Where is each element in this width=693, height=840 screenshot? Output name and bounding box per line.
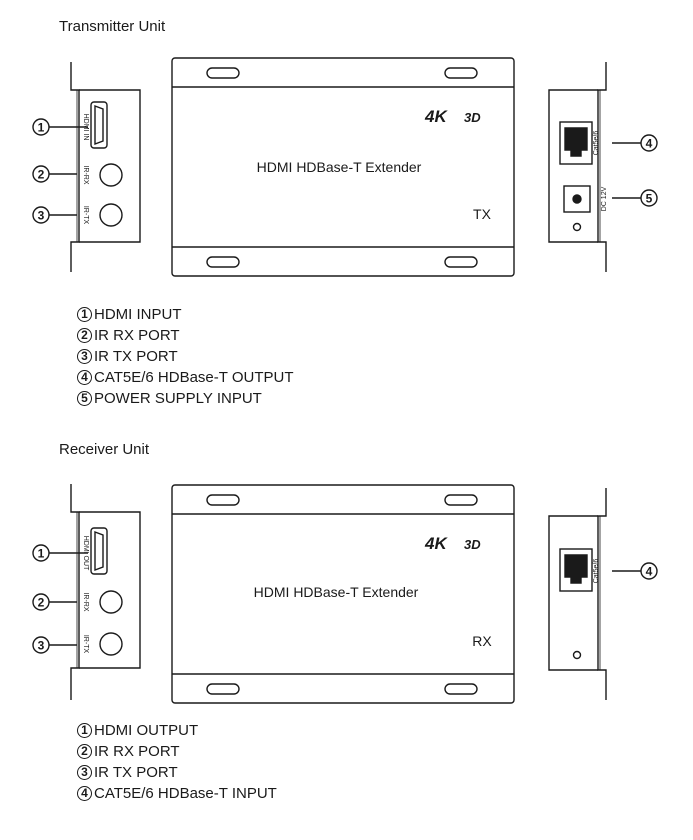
legend-number: 1 (77, 307, 92, 322)
legend-text: IR RX PORT (94, 743, 180, 760)
rx-callout-4 (640, 562, 658, 580)
tx-callout-5 (640, 189, 658, 207)
mount-slot (444, 67, 478, 79)
rx-ir-tx-jack-icon (99, 632, 123, 656)
tx-indicator-led-icon (572, 222, 582, 232)
tx-dc-label: DC 12V (601, 186, 608, 211)
tx-ir-tx-jack-icon (99, 203, 123, 227)
rx-left-panel (70, 484, 141, 700)
rx-cat-label: Cat5e/6 (593, 559, 600, 584)
legend-text: HDMI INPUT (94, 306, 182, 323)
tx-rj45-port-icon (559, 121, 593, 165)
legend-number: 4 (77, 786, 92, 801)
tx-3d-logo: 3D (464, 110, 481, 125)
rx-rj45-port-icon (559, 548, 593, 592)
tx-callout-4 (640, 134, 658, 152)
rx-callout-2-label: 2 (38, 596, 45, 610)
tx-ir-rx-label: IR-RX (82, 165, 89, 184)
tx-main-body (171, 57, 515, 277)
rx-unit-label: RX (472, 633, 492, 649)
mount-slot (206, 256, 240, 268)
rx-ir-rx-jack-icon (99, 590, 123, 614)
rx-indicator-led-icon (572, 650, 582, 660)
tx-dc-jack-icon (563, 185, 591, 213)
legend-text: IR RX PORT (94, 327, 180, 344)
rx-callout-1-label: 1 (38, 547, 45, 561)
mount-slot (206, 67, 240, 79)
receiver-title: Receiver Unit (59, 441, 150, 458)
legend-number: 4 (77, 370, 92, 385)
mount-slot (444, 256, 478, 268)
legend-number: 3 (77, 765, 92, 780)
tx-callout-4-label: 4 (646, 137, 653, 151)
rx-3d-logo: 3D (464, 537, 481, 552)
rx-hdmi-port-icon (90, 527, 108, 575)
tx-product-name: HDMI HDBase-T Extender (257, 159, 422, 175)
rx-4k-logo: 4K (424, 534, 448, 553)
mount-slot (444, 683, 478, 695)
legend-text: HDMI OUTPUT (94, 722, 199, 739)
tx-callout-1-label: 1 (38, 121, 45, 135)
rx-callout-4-label: 4 (646, 565, 653, 579)
tx-ir-tx-label: IR-TX (82, 206, 89, 225)
legend-text: CAT5E/6 HDBase-T INPUT (94, 785, 277, 802)
legend-text: CAT5E/6 HDBase-T OUTPUT (94, 369, 294, 386)
legend-number: 1 (77, 723, 92, 738)
tx-callout-3-label: 3 (38, 209, 45, 223)
rx-main-body (171, 484, 515, 704)
tx-hdmi-port-icon (90, 101, 108, 149)
mount-slot (444, 494, 478, 506)
rx-ir-tx-label: IR-TX (82, 635, 89, 654)
tx-callout-5-label: 5 (646, 192, 653, 206)
tx-right-panel (548, 62, 607, 272)
legend-number: 5 (77, 391, 92, 406)
transmitter-title: Transmitter Unit (59, 18, 166, 35)
legend-number: 2 (77, 328, 92, 343)
rx-ir-rx-label: IR-RX (82, 592, 89, 611)
mount-slot (206, 494, 240, 506)
rx-hdmi-label: HDMI OUT (82, 536, 89, 571)
rx-callout-3-label: 3 (38, 639, 45, 653)
tx-unit-label: TX (473, 206, 492, 222)
legend-number: 2 (77, 744, 92, 759)
legend-text: IR TX PORT (94, 348, 178, 365)
tx-4k-logo: 4K (424, 107, 448, 126)
legend-number: 3 (77, 349, 92, 364)
tx-ir-rx-jack-icon (99, 163, 123, 187)
tx-cat-label: Cat5e/6 (593, 131, 600, 156)
mount-slot (206, 683, 240, 695)
rx-product-name: HDMI HDBase-T Extender (254, 584, 419, 600)
tx-hdmi-label: HDMI IN (82, 114, 89, 141)
tx-left-panel (70, 62, 141, 272)
legend-text: IR TX PORT (94, 764, 178, 781)
tx-callout-2-label: 2 (38, 168, 45, 182)
rx-right-panel (548, 488, 607, 700)
legend-text: POWER SUPPLY INPUT (94, 390, 262, 407)
